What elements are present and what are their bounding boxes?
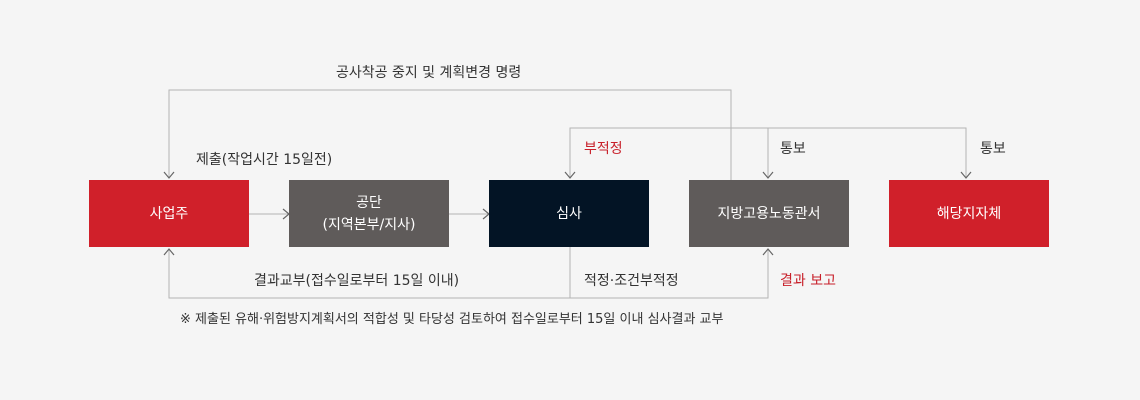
footnote: ※ 제출된 유해·위험방지계획서의 적합성 및 타당성 검토하여 접수일로부터 … xyxy=(180,312,724,327)
label-submit: 제출(작업시간 15일전) xyxy=(196,152,333,168)
label-top-order: 공사착공 중지 및 계획변경 명령 xyxy=(336,65,522,81)
label-result-report: 결과 보고 xyxy=(780,273,836,289)
box-labor-office-label: 지방고용노동관서 xyxy=(717,205,821,222)
arrow-down-labor xyxy=(762,171,774,179)
arrow-up-employer xyxy=(163,248,175,256)
connector-order xyxy=(168,89,732,180)
arrow-up-labor xyxy=(762,248,774,256)
label-unsuitable: 부적정 xyxy=(584,141,623,157)
arrow-down-review xyxy=(564,171,576,179)
label-notify-localgov: 통보 xyxy=(980,141,1006,157)
label-notify-labor: 통보 xyxy=(780,141,806,157)
box-agency: 공단 (지역본부/지사) xyxy=(289,180,449,247)
connector-report xyxy=(570,249,769,299)
label-result-return: 결과교부(접수일로부터 15일 이내) xyxy=(254,273,460,289)
arrow-down-localgov xyxy=(960,171,972,179)
box-labor-office: 지방고용노동관서 xyxy=(689,180,849,247)
box-review-label: 심사 xyxy=(556,205,582,222)
box-local-gov: 해당지자체 xyxy=(889,180,1049,247)
label-suitable: 적정·조건부적정 xyxy=(584,273,679,289)
box-review: 심사 xyxy=(489,180,649,247)
connector-result xyxy=(168,247,571,299)
box-agency-label: 공단 (지역본부/지사) xyxy=(322,194,416,233)
box-employer-label: 사업주 xyxy=(149,205,189,222)
box-employer: 사업주 xyxy=(89,180,249,247)
box-local-gov-label: 해당지자체 xyxy=(936,205,1002,222)
arrow-down-employer xyxy=(163,171,175,179)
